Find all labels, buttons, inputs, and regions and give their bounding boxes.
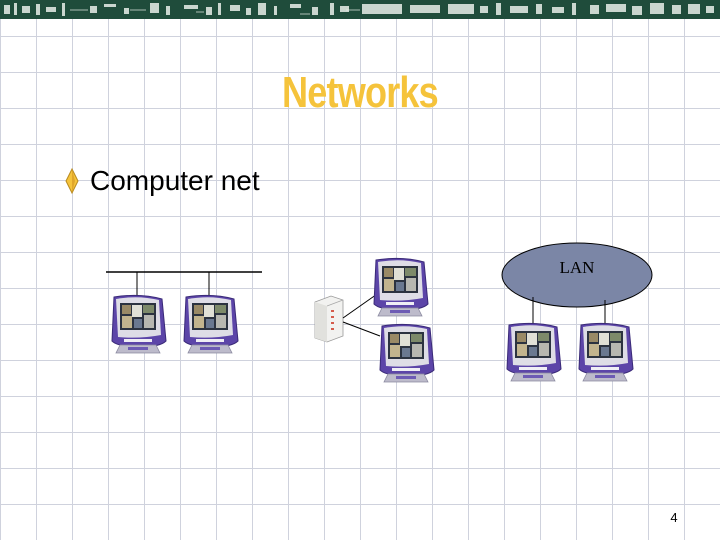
bullet-text: Computer net <box>90 165 260 196</box>
page-number: 4 <box>670 510 678 525</box>
circuit-pattern <box>4 3 714 16</box>
lan-cloud <box>501 242 653 308</box>
star-link-1 <box>342 291 381 319</box>
diamond-bullet-icon <box>65 167 79 195</box>
imac-computer-icon <box>379 323 435 383</box>
imac-computer-icon <box>373 257 429 317</box>
imac-computer-icon <box>111 294 167 354</box>
imac-computer-icon <box>578 322 634 382</box>
imac-computer-icon <box>183 294 239 354</box>
slide-title: Networks <box>282 68 439 117</box>
imac-computer-icon <box>506 322 562 382</box>
star-link-2 <box>342 321 381 337</box>
network-hub-icon <box>314 295 344 343</box>
top-banner <box>0 0 720 19</box>
lan-label: LAN <box>559 258 595 277</box>
bullet-item: Computer net <box>62 163 260 199</box>
